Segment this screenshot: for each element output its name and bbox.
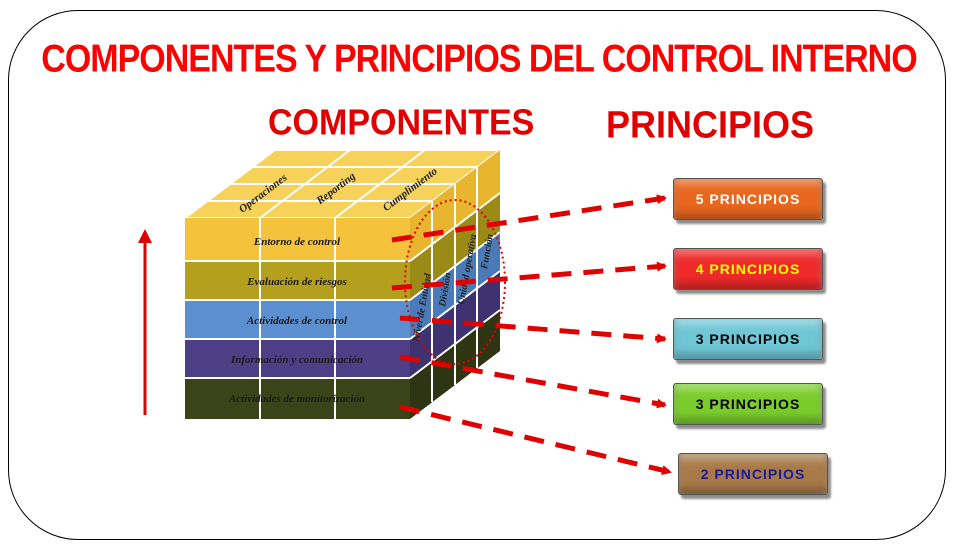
arrow-to-box-2	[391, 261, 667, 291]
principle-box-5: 2 PRINCIPIOS	[678, 453, 828, 495]
layer-label-informacion: Información y comunicación	[230, 354, 363, 366]
layer-label-monitorizacion: Actividades de monitorización	[228, 393, 365, 405]
cube-front-face	[185, 218, 410, 419]
dashed-arrows	[391, 194, 672, 475]
arrow-to-box-1	[391, 194, 667, 243]
layer-label-entorno: Entorno de control	[253, 236, 341, 248]
principle-label-2: 4 PRINCIPIOS	[695, 261, 801, 277]
layer-label-actividades: Actividades de control	[246, 315, 348, 327]
page-title: COMPONENTES Y PRINCIPIOS DEL CONTROL INT…	[41, 37, 917, 81]
principios-header: PRINCIPIOS	[606, 102, 815, 146]
principle-box-4: 3 PRINCIPIOS	[673, 383, 823, 425]
principle-label-4: 3 PRINCIPIOS	[695, 396, 801, 412]
principle-label-3: 3 PRINCIPIOS	[695, 331, 801, 347]
arrow-to-box-5	[399, 404, 672, 475]
layer-label-riesgos: Evaluación de riesgos	[246, 276, 347, 288]
componentes-header: COMPONENTES	[268, 103, 535, 143]
principle-box-2: 4 PRINCIPIOS	[673, 248, 823, 290]
principle-box-1: 5 PRINCIPIOS	[673, 178, 823, 220]
arrow-to-box-4	[399, 354, 667, 409]
principle-label-5: 2 PRINCIPIOS	[700, 466, 806, 482]
dotted-ellipse	[404, 199, 506, 365]
rounded-frame	[8, 10, 946, 540]
arrow-to-box-3	[399, 315, 667, 344]
principle-label-1: 5 PRINCIPIOS	[695, 191, 801, 207]
principle-box-3: 3 PRINCIPIOS	[673, 318, 823, 360]
